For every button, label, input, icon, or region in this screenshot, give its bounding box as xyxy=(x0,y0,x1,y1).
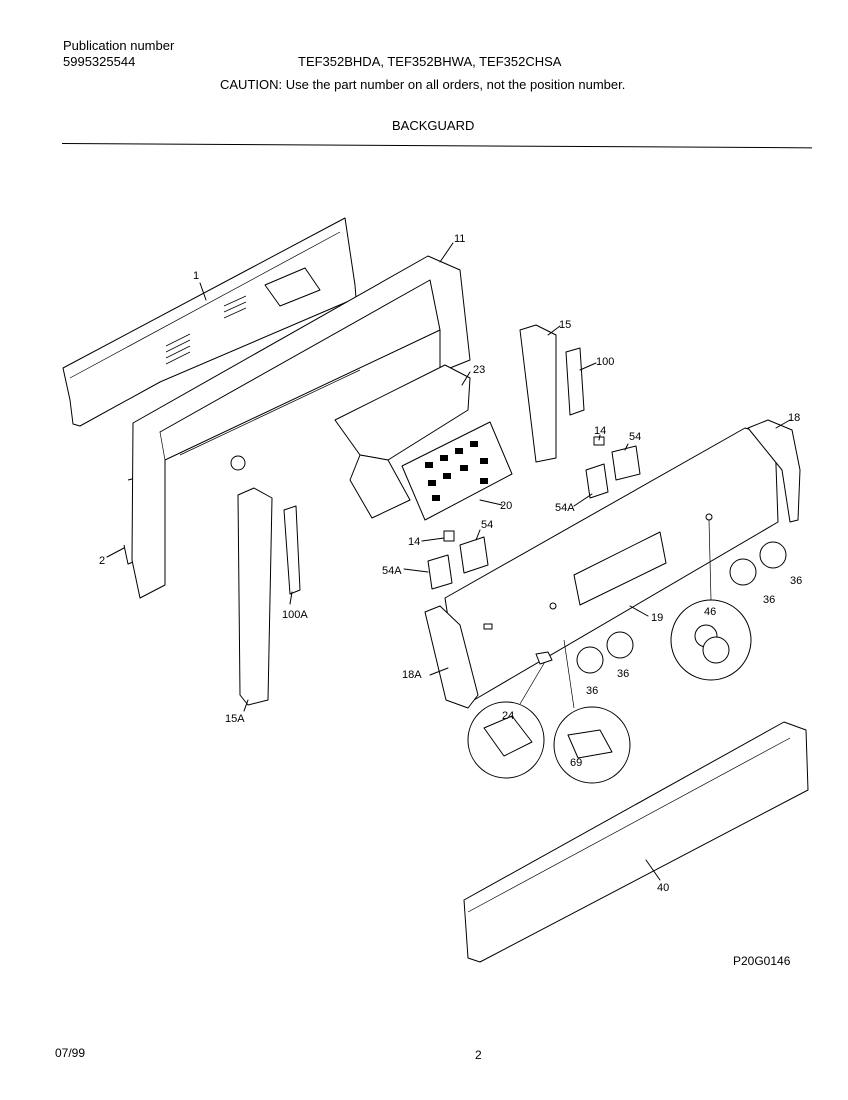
detail-46 xyxy=(670,519,752,681)
callout-100a: 100A xyxy=(282,609,308,621)
page-date: 07/99 xyxy=(55,1046,86,1060)
callout-23: 23 xyxy=(473,364,485,376)
callout-69: 69 xyxy=(570,757,582,769)
callout-36-c: 36 xyxy=(586,685,598,697)
detail-24 xyxy=(467,651,553,779)
page-number: 2 xyxy=(475,1048,482,1062)
callout-54a-lower: 54A xyxy=(382,565,402,577)
figure-code: P20G0146 xyxy=(733,954,791,968)
callout-1: 1 xyxy=(193,270,199,282)
left-side-bracket xyxy=(237,487,301,706)
callout-24: 24 xyxy=(502,710,514,722)
backguard-frame xyxy=(131,255,471,599)
callout-2: 2 xyxy=(99,555,105,567)
callout-54a: 54A xyxy=(555,502,575,514)
callout-15: 15 xyxy=(559,319,571,331)
callout-40: 40 xyxy=(657,882,669,894)
lower-trim xyxy=(463,721,809,963)
right-side-bracket xyxy=(519,324,585,463)
callout-11: 11 xyxy=(454,233,465,245)
callout-18a: 18A xyxy=(402,669,422,681)
publication-number: 5995325544 xyxy=(63,54,136,69)
callout-46: 46 xyxy=(704,606,716,618)
callout-labels: 1 11 23 15 100 14 54 18 20 54A 14 54 54A… xyxy=(99,233,802,894)
knobs xyxy=(576,541,787,674)
control-board xyxy=(401,421,513,521)
callout-15a: 15A xyxy=(225,713,245,725)
detail-69 xyxy=(553,639,631,784)
callout-100: 100 xyxy=(596,356,614,368)
end-cap-right xyxy=(747,419,801,523)
publication-label: Publication number xyxy=(63,38,175,53)
callout-54-lower: 54 xyxy=(481,519,493,531)
callout-54: 54 xyxy=(629,431,641,443)
callout-36-b: 36 xyxy=(763,594,775,606)
callout-18: 18 xyxy=(788,412,800,424)
model-numbers: TEF352BHDA, TEF352BHWA, TEF352CHSA xyxy=(298,54,562,69)
left-switch-group xyxy=(427,530,489,590)
control-bracket xyxy=(334,364,471,519)
callout-20: 20 xyxy=(500,500,512,512)
callout-36-a: 36 xyxy=(790,575,802,587)
leader-lines xyxy=(106,242,791,881)
callout-14-lower: 14 xyxy=(408,536,420,548)
callout-36-d: 36 xyxy=(617,668,629,680)
callout-14: 14 xyxy=(594,425,606,437)
callout-19: 19 xyxy=(651,612,663,624)
section-title: BACKGUARD xyxy=(392,118,475,133)
end-cap-left xyxy=(424,605,479,709)
right-switch-group xyxy=(585,436,641,499)
caution-note: CAUTION: Use the part number on all orde… xyxy=(220,77,626,92)
